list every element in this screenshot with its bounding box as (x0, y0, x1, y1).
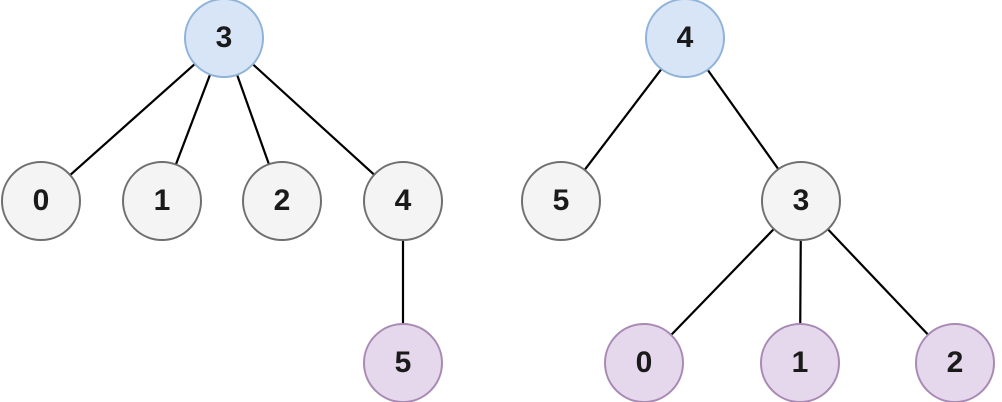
node-label: 5 (552, 184, 570, 217)
edge-3-to-0 (670, 228, 775, 336)
graph-node-3[interactable]: 3 (761, 161, 841, 241)
graph-node-3[interactable]: 3 (184, 0, 264, 78)
edge-3-to-2 (827, 228, 929, 336)
graph-node-2[interactable]: 2 (242, 161, 322, 241)
graph-node-1[interactable]: 1 (760, 323, 840, 402)
graph-node-0[interactable]: 0 (1, 161, 81, 241)
node-label: 3 (215, 21, 233, 54)
node-label: 1 (791, 346, 809, 379)
edge-4-to-3 (706, 69, 780, 170)
edge-3-to-1 (174, 74, 212, 165)
graph-node-0[interactable]: 0 (604, 323, 684, 402)
edge-3-to-1 (799, 239, 802, 325)
node-label: 4 (394, 184, 412, 217)
edge-3-to-0 (69, 63, 196, 176)
edge-3-to-2 (236, 74, 270, 165)
edge-4-to-5 (583, 68, 663, 171)
node-label: 2 (946, 346, 964, 379)
node-label: 0 (635, 346, 653, 379)
graph-node-1[interactable]: 1 (122, 161, 202, 241)
node-label: 4 (676, 21, 694, 54)
node-label: 0 (32, 184, 50, 217)
graph-node-4[interactable]: 4 (645, 0, 725, 78)
node-label: 2 (273, 184, 291, 217)
edge-3-to-4 (252, 63, 375, 176)
node-label: 1 (153, 184, 171, 217)
graph-node-4[interactable]: 4 (363, 161, 443, 241)
graph-node-2[interactable]: 2 (915, 323, 995, 402)
node-label: 3 (792, 184, 810, 217)
graph-node-5[interactable]: 5 (363, 323, 443, 402)
graph-node-5[interactable]: 5 (521, 161, 601, 241)
node-label: 5 (394, 346, 412, 379)
